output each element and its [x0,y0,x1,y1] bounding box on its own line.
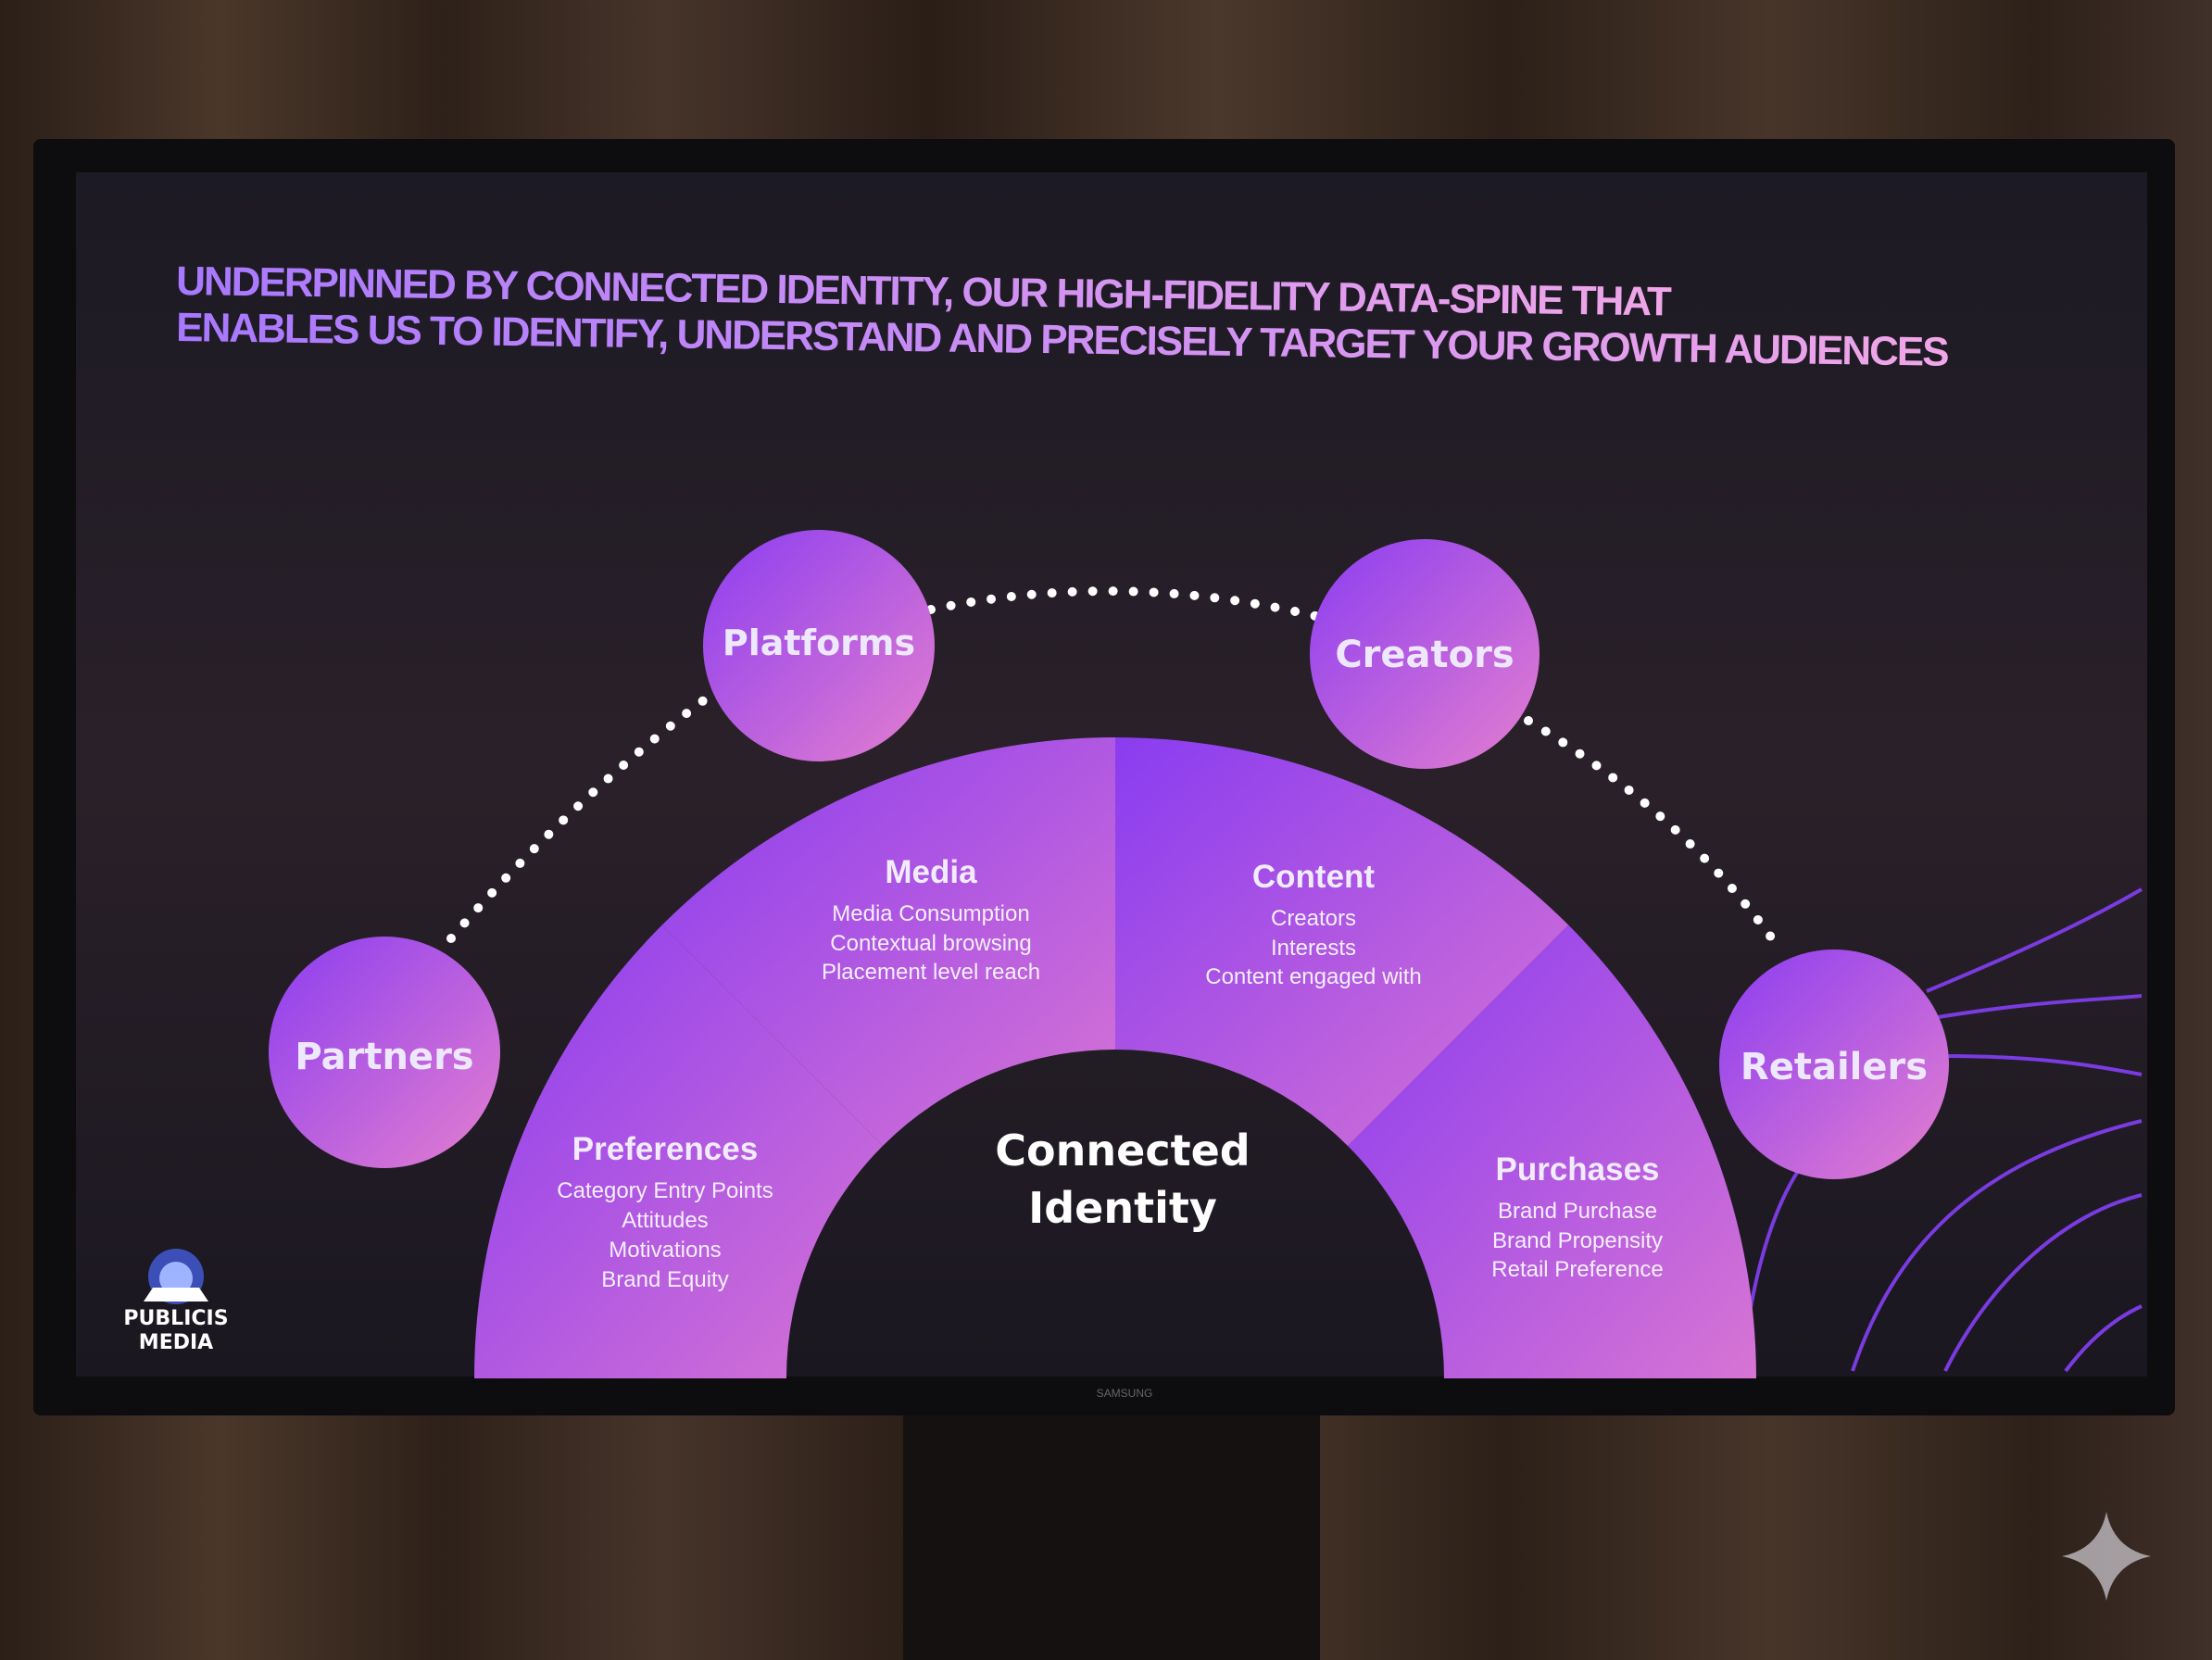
segment-title: Purchases [1495,1151,1659,1188]
logo-text-line-2: MEDIA [139,1331,213,1354]
identity-semicircle [474,737,1756,1378]
publicis-media-logo: PUBLICIS MEDIA [123,1249,229,1354]
dotted-connector-arc [446,586,1783,952]
segment-item: Contextual browsing [830,931,1031,956]
decorative-lines [1740,887,2143,1373]
segment-item: Interests [1271,936,1356,961]
segment-purchases: Purchases Brand Purchase Brand Propensit… [1491,1151,1663,1282]
segment-title: Media [885,854,977,890]
sector-preferences [474,924,883,1378]
segment-item: Brand Purchase [1498,1199,1657,1224]
segment-media: Media Media Consumption Contextual brows… [822,854,1040,985]
segment-title: Content [1252,859,1376,895]
segment-item: Creators [1271,906,1356,931]
node-label: Partners [295,1036,473,1078]
segment-item: Placement level reach [822,960,1040,985]
sector-purchases [1348,924,1756,1378]
node-label: Platforms [723,622,915,663]
sector-content [1115,737,1569,1146]
node-label: Creators [1335,634,1514,676]
logo-text-line-1: PUBLICIS [123,1307,228,1330]
segment-item: Brand Equity [601,1267,728,1292]
segment-item: Content engaged with [1205,964,1422,989]
segment-content: Content Creators Interests Content engag… [1205,859,1422,989]
node-creators: Creators [1310,539,1540,769]
node-platforms: Platforms [703,530,935,761]
center-label-line-1: Connected [995,1126,1250,1176]
segment-item: Attitudes [622,1208,708,1233]
segment-item: Brand Propensity [1492,1228,1663,1253]
segment-item: Retail Preference [1491,1257,1663,1282]
tv-brand-label: SAMSUNG [1097,1387,1153,1400]
sparkle-icon [2062,1512,2151,1601]
segment-preferences: Preferences Category Entry Points Attitu… [557,1131,773,1292]
segment-item: Category Entry Points [557,1178,773,1203]
node-partners: Partners [269,937,500,1168]
segment-item: Media Consumption [832,901,1029,926]
center-label-line-2: Identity [1028,1183,1217,1233]
segment-title: Preferences [572,1131,758,1167]
node-retailers: Retailers [1719,949,1949,1179]
tv-stand [903,1408,1320,1660]
segment-item: Motivations [609,1238,721,1263]
sector-media [661,737,1115,1146]
node-label: Retailers [1741,1046,1928,1088]
lion-head-icon [144,1249,208,1304]
